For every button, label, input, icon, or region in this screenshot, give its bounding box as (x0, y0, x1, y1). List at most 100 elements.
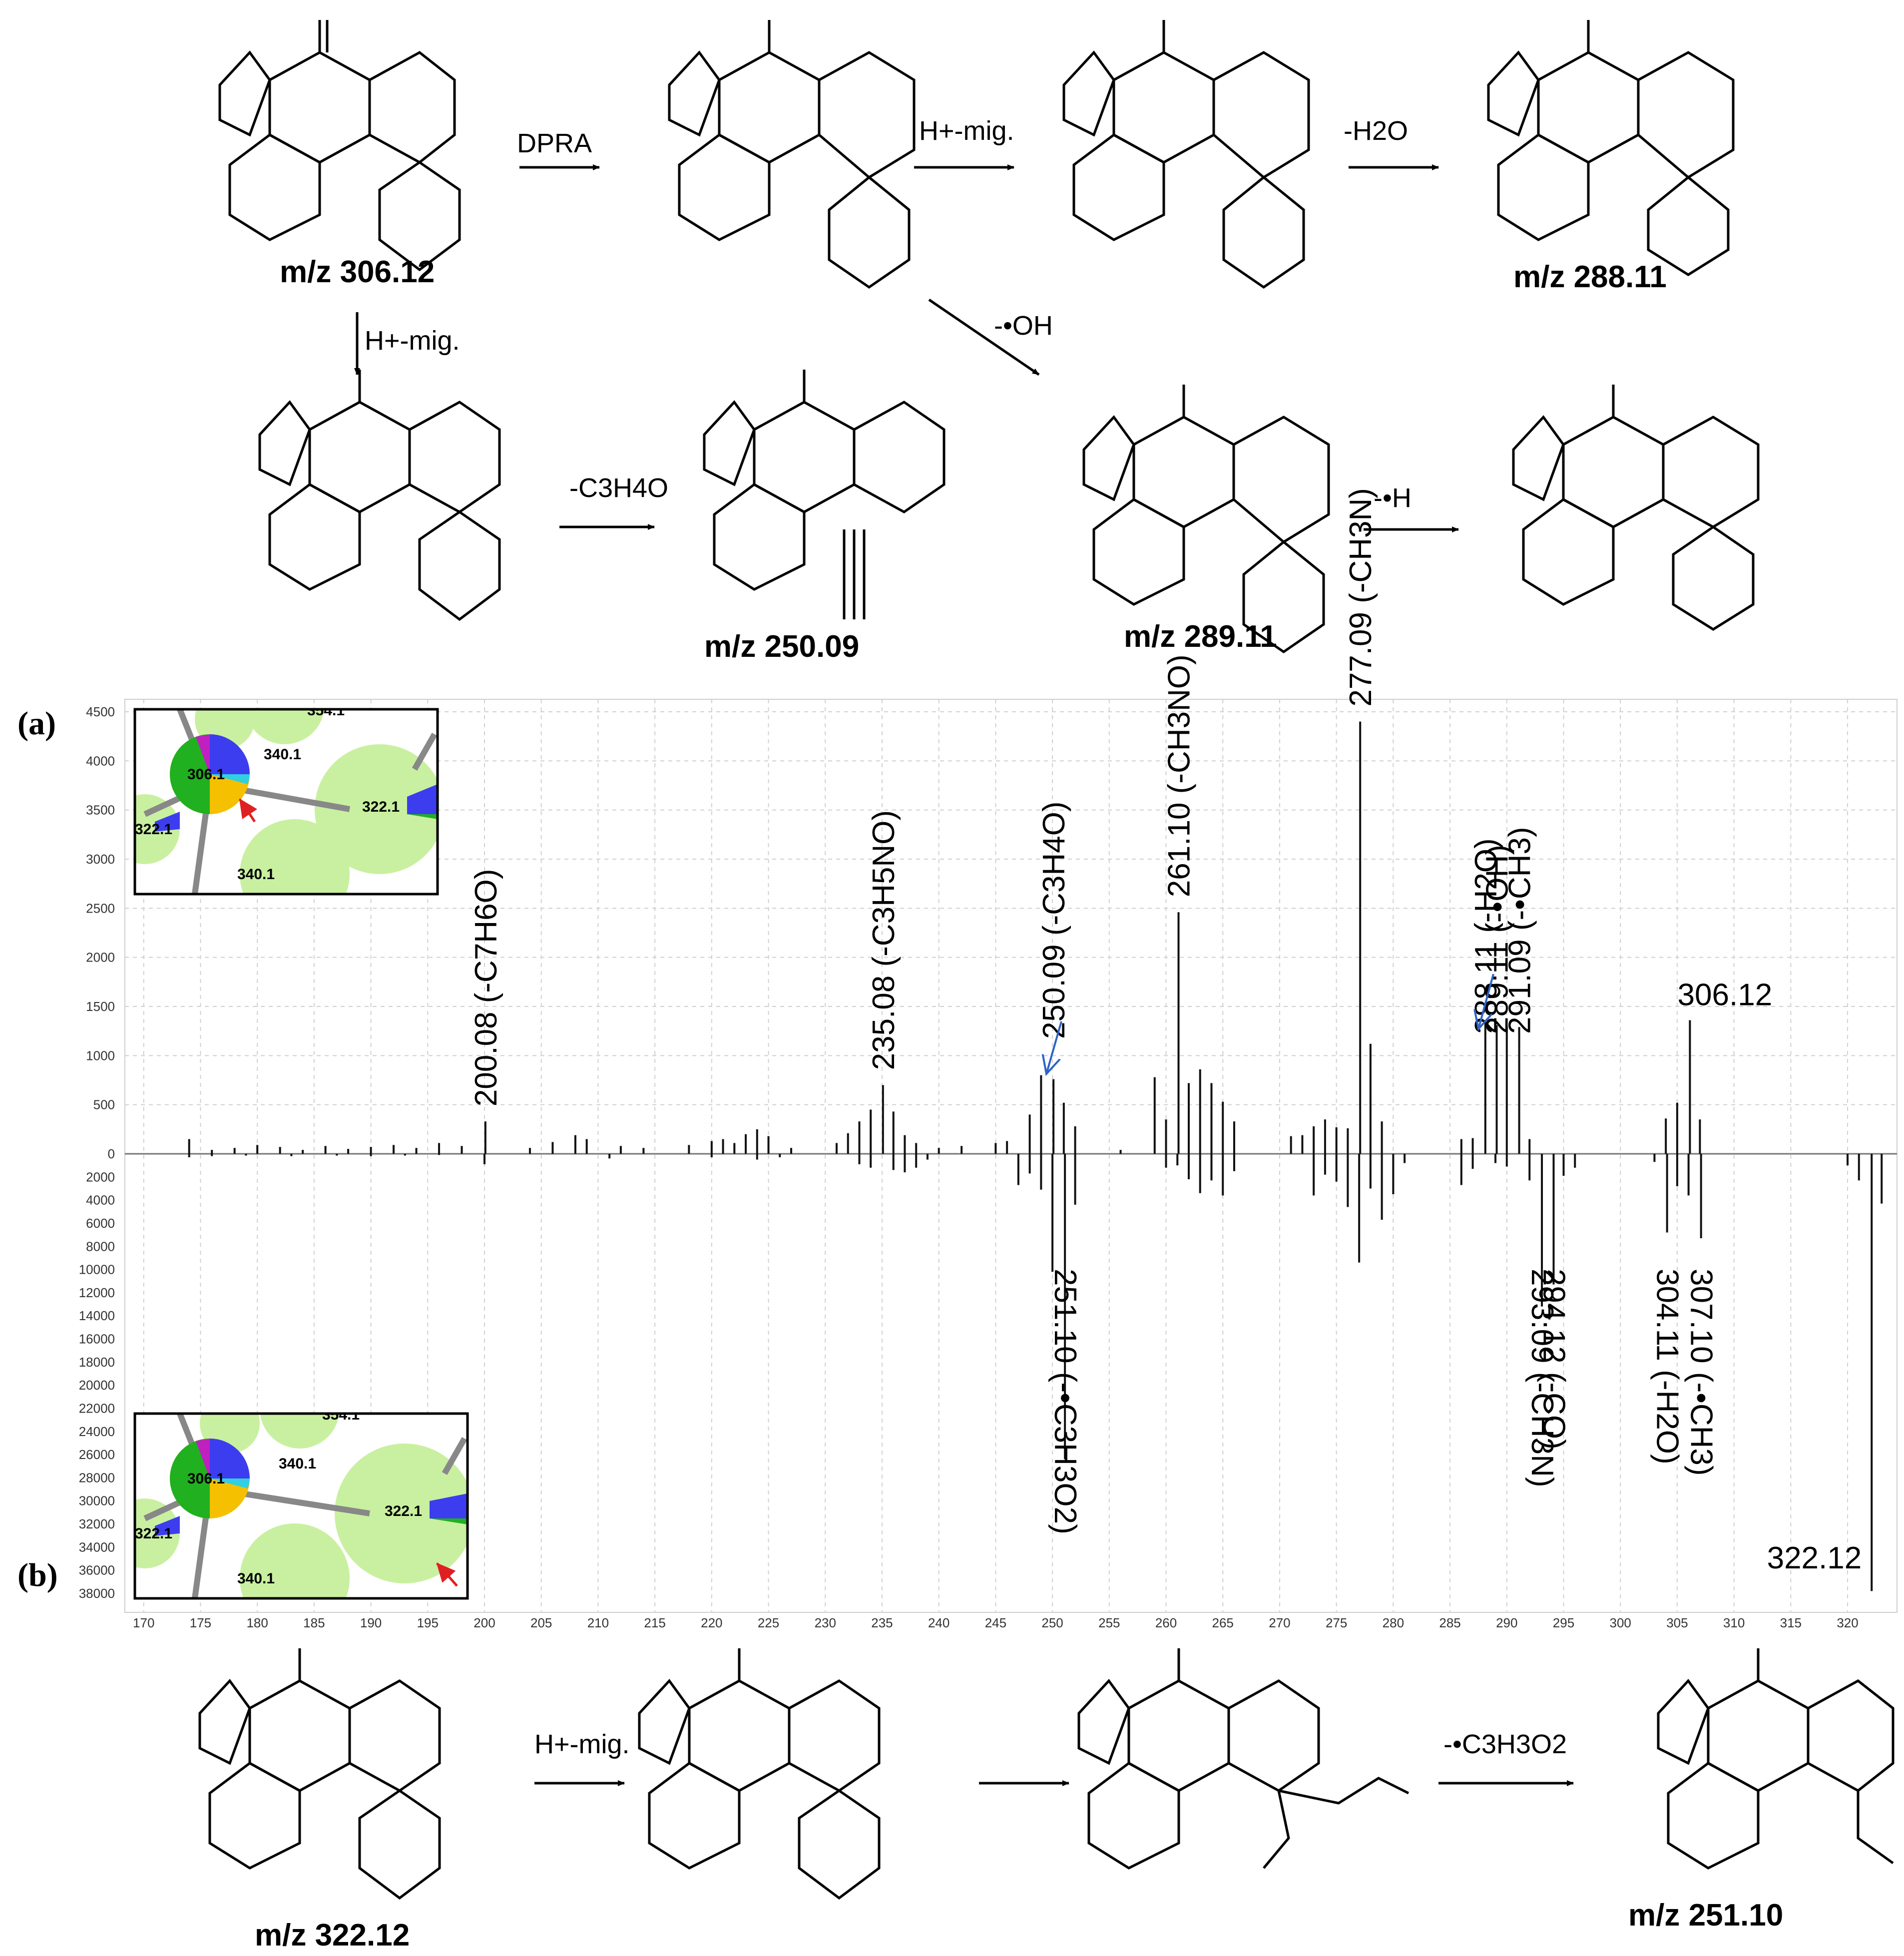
y-tick-bottom-17: 36000 (79, 1563, 115, 1578)
arrow-c3h4o-label: -C3H4O (569, 473, 668, 503)
annotation-top-7: 291.09 (-•CH3) (1503, 827, 1537, 1034)
mz-288-label: m/z 288.11 (1513, 260, 1667, 294)
x-tick-28: 310 (1723, 1615, 1745, 1630)
molecule-306 (218, 20, 461, 272)
y-tick-top-8: 4000 (86, 753, 115, 768)
x-tick-4: 190 (360, 1615, 382, 1630)
x-tick-25: 295 (1553, 1615, 1574, 1630)
annotation-bottom-0: 251.10 (-•C3H3O2) (1048, 1269, 1082, 1534)
x-tick-17: 255 (1098, 1615, 1120, 1630)
y-tick-bottom-14: 30000 (79, 1493, 115, 1508)
x-tick-21: 275 (1326, 1615, 1347, 1630)
annotation-top-0: 200.08 (-C7H6O) (469, 869, 503, 1107)
arrow-hmig-bottom-label: H+-mig. (534, 1729, 630, 1759)
y-tick-top-5: 2500 (86, 901, 115, 916)
molecule-306-protonated (1062, 20, 1310, 289)
x-tick-3: 185 (303, 1615, 325, 1630)
y-tick-bottom-5: 12000 (79, 1285, 115, 1300)
molecule-306-hmig (258, 370, 501, 621)
inset-a-node-1: 354.1 (307, 702, 345, 719)
x-tick-20: 270 (1269, 1615, 1290, 1630)
y-tick-top-4: 2000 (86, 950, 115, 965)
y-tick-bottom-3: 8000 (86, 1239, 115, 1254)
y-tick-bottom-6: 14000 (79, 1308, 115, 1323)
network-inset-a: 340.1 354.1 306.1 322.1 322.1 340.1 (133, 702, 439, 896)
scheme-top (218, 20, 1760, 654)
molecule-322 (198, 1648, 441, 1900)
molecule-288-final (1512, 385, 1760, 631)
molecule-288 (1487, 20, 1735, 276)
x-tick-18: 260 (1155, 1615, 1177, 1630)
bars-bottom (188, 1154, 1883, 1591)
molecule-289 (1082, 385, 1330, 654)
x-tick-11: 225 (758, 1615, 779, 1630)
y-axis-bottom: 2000400060008000100001200014000160001800… (79, 1169, 115, 1601)
y-tick-top-0: 0 (108, 1146, 115, 1161)
annotation-bottom-4: 307.10 (-•CH3) (1684, 1269, 1719, 1476)
x-tick-2: 180 (246, 1615, 268, 1630)
y-tick-bottom-0: 2000 (86, 1169, 115, 1184)
arrow-h2o-label: -H2O (1344, 116, 1408, 146)
mz-250-label: m/z 250.09 (704, 629, 859, 664)
y-tick-bottom-15: 32000 (79, 1516, 115, 1531)
x-tick-14: 240 (928, 1615, 950, 1630)
inset-b-node-4: 322.1 (135, 1525, 172, 1542)
molecule-322-open (1077, 1648, 1410, 1870)
y-tick-bottom-13: 28000 (79, 1470, 115, 1485)
x-tick-0: 170 (133, 1615, 154, 1630)
y-tick-top-2: 1000 (86, 1048, 115, 1063)
inset-b-node-5: 340.1 (237, 1570, 275, 1587)
arrow-hmig-down-label: H+-mig. (365, 326, 460, 356)
inset-b-node-0: 340.1 (279, 1456, 316, 1472)
x-tick-19: 265 (1212, 1615, 1234, 1630)
y-tick-bottom-1: 4000 (86, 1193, 115, 1208)
x-tick-7: 205 (530, 1615, 552, 1630)
y-tick-top-7: 3500 (86, 803, 115, 818)
scheme-bottom (198, 1648, 1895, 1900)
annotation-bottom-5: 322.12 (1767, 1541, 1862, 1575)
arrow-oh (928, 298, 1040, 376)
inset-b-node-1: 354.1 (322, 1407, 360, 1423)
inset-a-node-5: 340.1 (237, 866, 275, 883)
x-tick-23: 285 (1439, 1615, 1460, 1630)
panel-a-label: (a) (17, 705, 56, 742)
annotation-top-2: 250.09 (-C3H4O) (1037, 801, 1071, 1039)
inset-a-node-4: 322.1 (135, 821, 172, 838)
x-tick-26: 300 (1609, 1615, 1631, 1630)
molecule-322-hmig (638, 1648, 881, 1900)
x-tick-29: 315 (1780, 1615, 1802, 1630)
y-tick-bottom-10: 22000 (79, 1401, 115, 1416)
molecule-306-rearranged (668, 20, 916, 289)
x-tick-27: 305 (1666, 1615, 1688, 1630)
y-tick-bottom-11: 24000 (79, 1424, 115, 1439)
y-tick-bottom-9: 20000 (79, 1378, 115, 1393)
x-tick-10: 220 (701, 1615, 722, 1630)
annotation-top-8: 306.12 (1678, 978, 1773, 1012)
annotations-top: 200.08 (-C7H6O)235.08 (-C3H5NO)250.09 (-… (469, 488, 1772, 1106)
scheme-bottom-labels: m/z 322.12 m/z 251.10 H+-mig. -•C3H3O2 (255, 1729, 1783, 1953)
arrow-oh-label: -•OH (994, 311, 1053, 341)
annotations-bottom: 251.10 (-•C3H3O2) 293.09 (-CH3N)294.12 (-… (1048, 1269, 1862, 1575)
x-tick-30: 320 (1837, 1615, 1858, 1630)
y-tick-top-6: 3000 (86, 852, 115, 867)
molecule-250 (703, 370, 946, 619)
x-tick-13: 235 (871, 1615, 893, 1630)
annotation-bottom-2: 294.12 (-CO) (1536, 1269, 1571, 1450)
x-tick-24: 290 (1496, 1615, 1517, 1630)
scheme-top-labels: m/z 306.12 m/z 288.11 m/z 250.09 m/z 289… (280, 116, 1667, 664)
x-tick-12: 230 (815, 1615, 836, 1630)
y-tick-bottom-16: 34000 (79, 1539, 115, 1554)
y-tick-bottom-18: 38000 (79, 1586, 115, 1601)
x-tick-9: 215 (644, 1615, 665, 1630)
x-tick-5: 195 (417, 1615, 439, 1630)
inset-a-node-2: 306.1 (187, 766, 225, 783)
mz-306-label: m/z 306.12 (280, 255, 435, 289)
x-tick-6: 200 (474, 1615, 495, 1630)
mz-251-label: m/z 251.10 (1628, 1898, 1783, 1933)
annotation-bottom-1: 293.09 (-CH3N) (1525, 1269, 1559, 1487)
y-tick-bottom-2: 6000 (86, 1216, 115, 1231)
arrow-dpra-label: DPRA (517, 128, 592, 158)
blue-arrow-250 (1046, 1021, 1062, 1074)
